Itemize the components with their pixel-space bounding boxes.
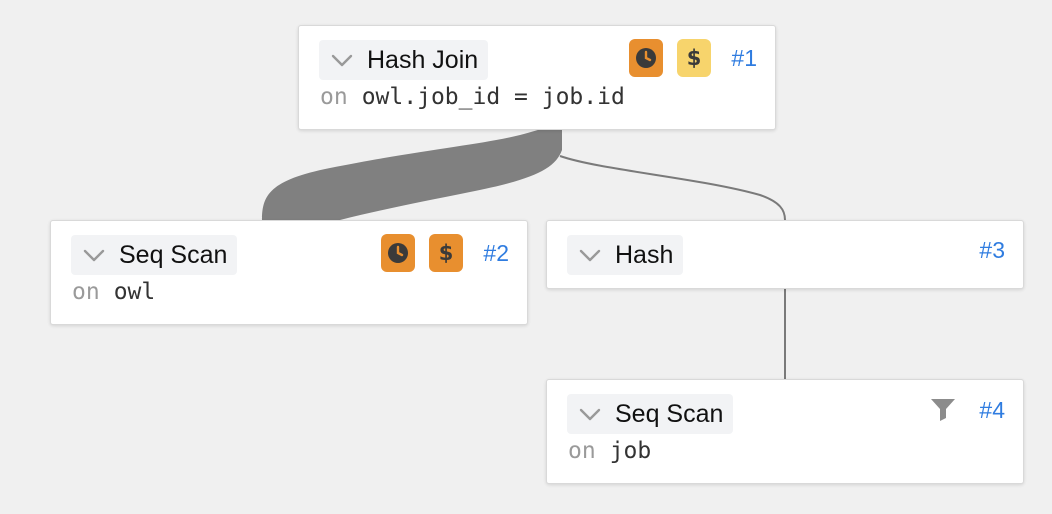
dollar-badge[interactable]: $	[429, 234, 463, 272]
detail-value: owl.job_id = job.id	[361, 84, 625, 110]
node-id-link[interactable]: #4	[979, 396, 1005, 423]
svg-text:$: $	[439, 241, 454, 265]
node-header-toggle[interactable]: Seq Scan	[567, 394, 734, 434]
dollar-icon: $	[439, 241, 454, 265]
detail-keyword: on	[320, 84, 348, 110]
node-type-label: Seq Scan	[119, 240, 228, 269]
clock-badge[interactable]	[381, 234, 415, 272]
detail-value: job	[609, 438, 652, 464]
filter-icon[interactable]	[929, 396, 957, 424]
edge-hash-join-to-hash	[559, 155, 786, 221]
clock-icon	[636, 48, 656, 68]
chevron-down-icon	[579, 249, 601, 262]
dollar-icon: $	[687, 46, 702, 70]
node-badges: #4	[929, 396, 1005, 424]
chevron-down-icon	[83, 249, 105, 262]
node-id-link[interactable]: #1	[731, 44, 757, 71]
detail-value: owl	[113, 279, 156, 305]
dollar-badge[interactable]: $	[677, 39, 711, 77]
node-header-toggle[interactable]: Hash	[567, 235, 684, 275]
detail-keyword: on	[568, 438, 596, 464]
node-badges: #3	[973, 237, 1005, 264]
edge-hash-join-to-seq-scan-owl	[262, 125, 562, 220]
svg-text:$: $	[687, 46, 702, 70]
node-type-label: Hash Join	[367, 45, 479, 74]
node-id-link[interactable]: #3	[979, 237, 1005, 263]
chevron-down-icon	[579, 408, 601, 421]
node-header-toggle[interactable]: Hash Join	[319, 40, 489, 80]
node-detail: on owl.job_id = job.id	[320, 84, 625, 110]
node-id-link[interactable]: #2	[483, 239, 509, 266]
node-hash-join[interactable]: Hash Join $ #1 on owl.job_id = job.id	[298, 25, 776, 130]
node-header-toggle[interactable]: Seq Scan	[71, 235, 238, 275]
clock-badge[interactable]	[629, 39, 663, 77]
node-badges: $ #1	[629, 39, 757, 77]
clock-icon	[388, 243, 408, 263]
detail-keyword: on	[72, 279, 100, 305]
chevron-down-icon	[331, 54, 353, 67]
node-badges: $ #2	[381, 234, 509, 272]
node-type-label: Seq Scan	[615, 399, 724, 428]
node-hash[interactable]: Hash #3	[546, 220, 1024, 289]
node-type-label: Hash	[615, 240, 674, 269]
